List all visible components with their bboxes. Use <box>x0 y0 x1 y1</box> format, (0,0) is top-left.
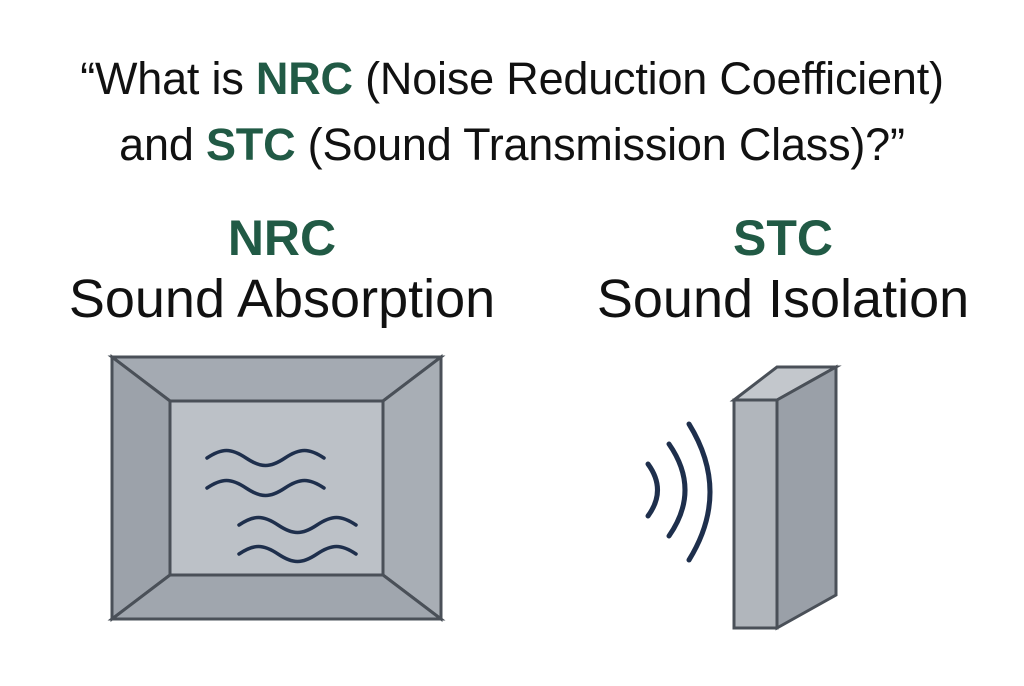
title-line-2: and STC (Sound Transmission Class)?” <box>0 112 1024 178</box>
wave-line-2 <box>205 478 326 498</box>
title-stc-definition: (Sound Transmission Class)? <box>295 119 891 170</box>
absorbed-sound-waves-icon <box>205 448 358 564</box>
wall-icon <box>729 364 842 631</box>
sound-arc-small <box>645 461 660 519</box>
stc-heading: STC <box>733 210 833 266</box>
title-stc-term: STC <box>205 119 296 170</box>
wave-line-4 <box>237 544 358 564</box>
sound-arc-large <box>686 421 713 563</box>
panel-bevel-left <box>110 353 172 623</box>
wave-line-1 <box>205 448 326 468</box>
stc-column-header: STC Sound Isolation <box>548 208 1018 330</box>
panel-bevel-right <box>381 353 443 623</box>
open-quote: “ <box>80 53 95 104</box>
wave-line-3 <box>237 515 358 535</box>
wall-side-face <box>775 364 838 631</box>
title-nrc-term: NRC <box>255 53 353 104</box>
nrc-heading: NRC <box>227 210 337 266</box>
title-nrc-definition: (Noise Reduction Coefficient) <box>352 53 944 104</box>
acoustic-panel-icon <box>107 353 446 623</box>
title-line-1: “What is NRC (Noise Reduction Coefficien… <box>0 46 1024 112</box>
page-title: “What is NRC (Noise Reduction Coefficien… <box>0 46 1024 178</box>
nrc-column-header: NRC Sound Absorption <box>22 208 542 330</box>
stc-subheading: Sound Isolation <box>596 269 970 329</box>
close-quote: ” <box>890 119 905 170</box>
title-text-what-is: What is <box>94 53 256 104</box>
title-text-and: and <box>119 119 206 170</box>
nrc-subheading: Sound Absorption <box>68 269 496 329</box>
wall-front-face <box>732 398 779 630</box>
sound-arc-medium <box>666 441 688 539</box>
panel-face <box>168 399 385 577</box>
sound-arcs-icon <box>645 421 713 563</box>
panel-bevel-bottom <box>107 573 446 621</box>
